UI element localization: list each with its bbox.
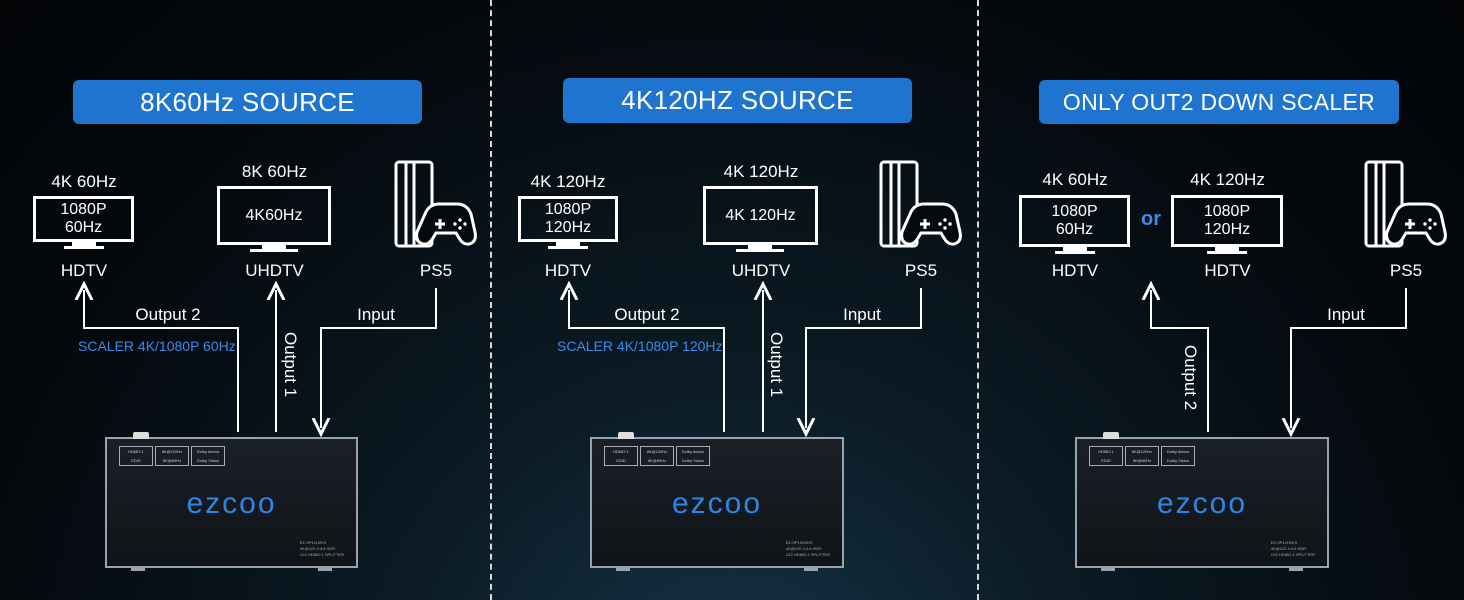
- output2-label: Output 2: [135, 305, 201, 324]
- tv-caption: 8K 60Hz: [241, 162, 308, 181]
- input-arrow: [1291, 288, 1407, 428]
- scaler-label: SCALER 4K/1080P 120Hz: [557, 338, 723, 354]
- input-label: Input: [843, 305, 881, 324]
- console-name: PS5: [419, 261, 453, 280]
- tv-name: HDTV: [1051, 261, 1099, 280]
- panel-title: 4K120HZ SOURCE: [563, 78, 912, 123]
- hdtv-screen: 1080P 120Hz: [518, 196, 618, 242]
- tv-resolution: 1080P: [1051, 203, 1098, 220]
- device-foot: [804, 567, 818, 571]
- panel-divider-2: [977, 0, 979, 600]
- panel-title: ONLY OUT2 DOWN SCALER: [1039, 80, 1399, 124]
- output2-label: Output 2: [614, 305, 680, 324]
- hdtv-screen: 1080P 60Hz: [1019, 195, 1130, 247]
- tv-resolution: 4K60Hz: [245, 206, 303, 224]
- ezcoo-logo: ezcoo: [186, 487, 277, 520]
- uhdtv-screen: 4K60Hz: [217, 186, 331, 245]
- scaler-label: SCALER 4K/1080P 60Hz: [78, 338, 236, 354]
- tv-refresh: 60Hz: [64, 219, 103, 236]
- tv-name: HDTV: [544, 261, 592, 280]
- tv-caption: 4K 120Hz: [723, 162, 799, 181]
- input-arrow: [321, 288, 437, 428]
- device-button: [618, 432, 634, 439]
- console-name: PS5: [1389, 261, 1423, 280]
- tv-caption: 4K 60Hz: [1042, 170, 1108, 189]
- device-foot: [131, 567, 145, 571]
- tv-name: HDTV: [1204, 261, 1251, 280]
- or-separator: or: [1141, 208, 1161, 230]
- uhdtv-screen: 4K 120Hz: [703, 186, 818, 245]
- tv-name: HDTV: [60, 261, 108, 280]
- input-arrow: [806, 288, 922, 428]
- output2-arrow: [84, 290, 239, 432]
- console-name: PS5: [904, 261, 938, 280]
- hdtv-screen: 1080P 120Hz: [1171, 195, 1283, 247]
- ezcoo-logo: ezcoo: [1156, 487, 1248, 520]
- output2-arrow: [569, 290, 725, 432]
- device-button: [133, 432, 149, 439]
- tv-refresh: 120Hz: [1203, 221, 1251, 238]
- device-foot: [1101, 567, 1115, 571]
- tv-resolution: 1080P: [544, 201, 592, 218]
- panel-title: 8K60Hz SOURCE: [73, 80, 422, 124]
- hdtv-screen: 1080P 60Hz: [33, 196, 134, 242]
- output2-arrow: [1151, 290, 1209, 432]
- device-foot: [616, 567, 630, 571]
- tv-name: UHDTV: [245, 261, 304, 280]
- tv-caption: 4K 120Hz: [1190, 170, 1265, 189]
- device-button: [1103, 432, 1119, 439]
- tv-resolution: 1080P: [60, 201, 107, 218]
- tv-refresh: 60Hz: [1055, 221, 1094, 238]
- device-foot: [1289, 567, 1303, 571]
- tv-caption: 4K 120Hz: [530, 172, 606, 191]
- input-label: Input: [357, 305, 395, 324]
- tv-refresh: 120Hz: [544, 219, 592, 236]
- ezcoo-logo: ezcoo: [671, 487, 763, 520]
- panel-divider-1: [490, 0, 492, 600]
- tv-resolution: 1080P: [1203, 203, 1251, 220]
- device-foot: [318, 567, 332, 571]
- input-label: Input: [1327, 305, 1365, 324]
- tv-name: UHDTV: [731, 261, 791, 280]
- tv-caption: 4K 60Hz: [51, 172, 117, 191]
- tv-resolution: 4K 120Hz: [725, 206, 796, 224]
